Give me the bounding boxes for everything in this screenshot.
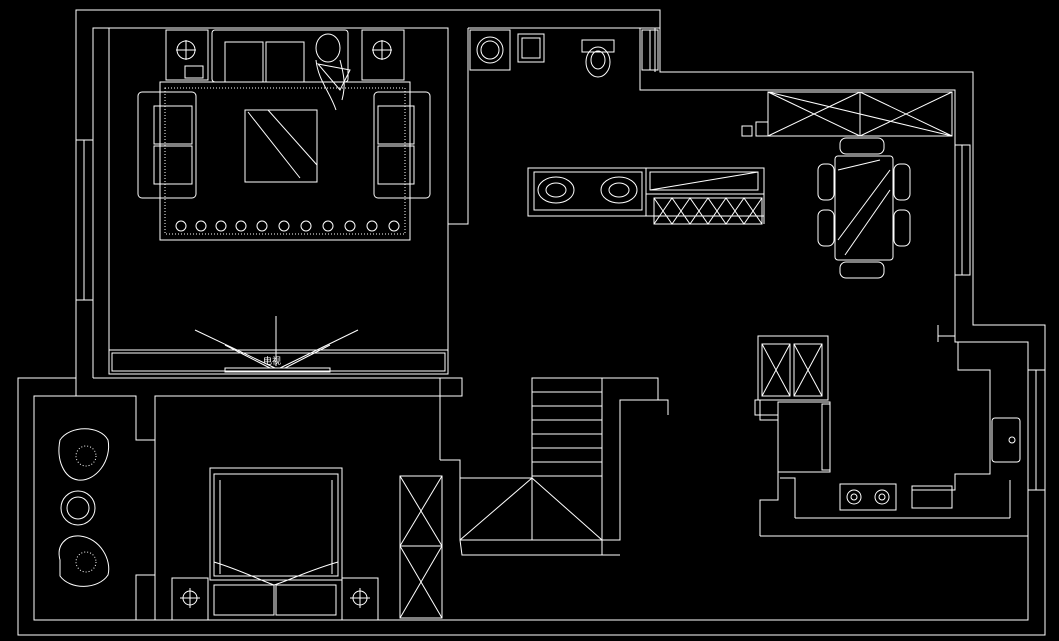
storage-cabinet	[653, 197, 763, 225]
stairs	[459, 391, 603, 541]
armchair-left	[137, 91, 197, 199]
nightstand-left	[171, 577, 209, 621]
toilet-bowl	[585, 46, 611, 78]
armchair-right	[373, 91, 431, 199]
bathroom	[469, 29, 765, 225]
rug	[159, 81, 411, 241]
washing-machine	[469, 29, 511, 71]
kitchen	[757, 335, 1021, 511]
nightstand-right	[341, 577, 379, 621]
sink-right	[600, 176, 638, 204]
stove	[839, 483, 897, 511]
lounge-chair-bottom	[58, 535, 110, 587]
side-table-right	[361, 29, 405, 81]
round-table	[60, 490, 96, 526]
tv-cabinet	[108, 349, 449, 375]
dining-table	[834, 155, 894, 261]
living-room	[108, 29, 449, 375]
dining	[741, 91, 953, 279]
lounge-chair-top	[58, 428, 110, 481]
tv	[224, 367, 331, 373]
cabinet-small	[517, 33, 545, 63]
sink-left	[537, 176, 575, 204]
rug-fringe	[175, 220, 400, 232]
bedroom	[171, 467, 443, 621]
toilet-tank	[581, 39, 615, 53]
tv-label: 电视	[263, 355, 281, 367]
sofa-top	[211, 29, 349, 83]
side-table-left	[165, 29, 209, 81]
tall-cabinet	[757, 335, 829, 401]
wardrobe	[399, 475, 443, 619]
walls	[17, 9, 1046, 636]
bed	[209, 467, 343, 581]
coffee-table	[244, 109, 318, 183]
kitchen-sink	[991, 417, 1021, 463]
balcony	[58, 428, 110, 587]
